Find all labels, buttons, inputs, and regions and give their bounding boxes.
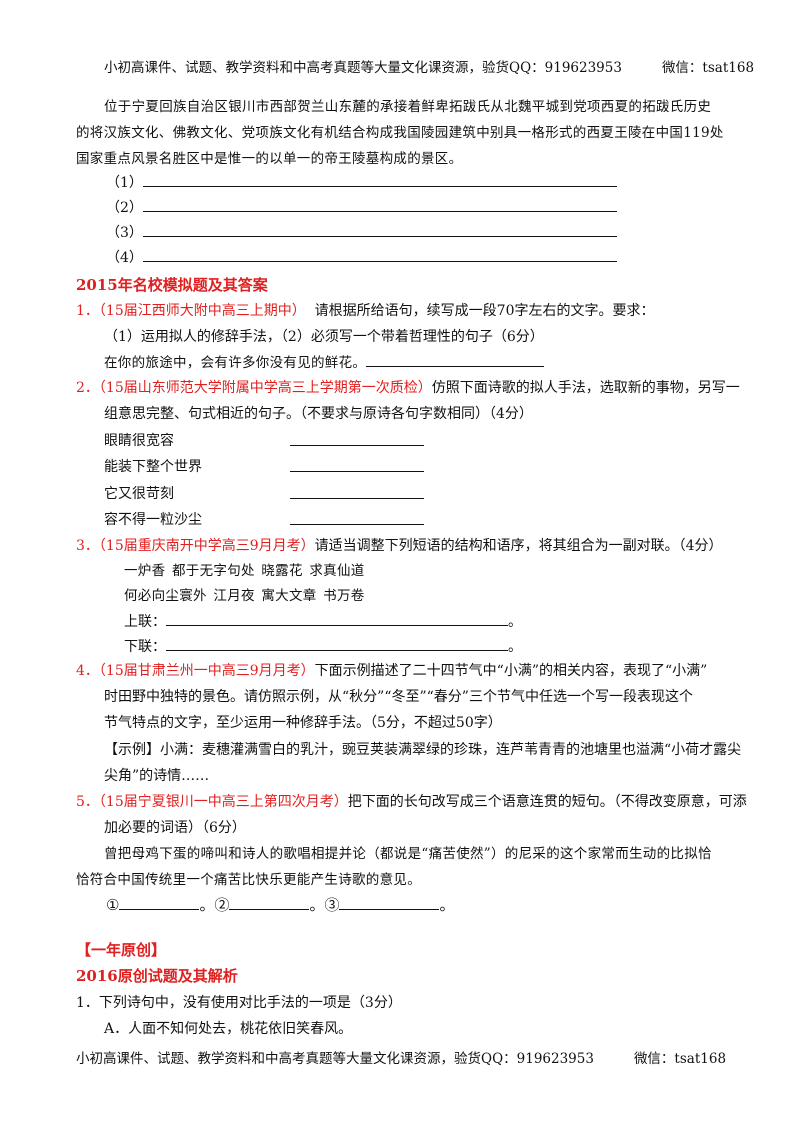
answer-marker-2: 。② [199,896,230,914]
answer-blank[interactable] [142,172,617,187]
question-text: 请根据所给语句，续写成一段70字左右的文字。要求： [314,303,655,319]
answer-blank[interactable] [166,636,508,651]
blank-label: （4） [106,250,143,266]
answer-blank[interactable] [339,895,440,910]
option-a: A．人面不知何处去，桃花依旧笑春风。 [104,1021,353,1037]
q4-line-2: 时田野中独特的景色。请仿照示例，从“秋分”“冬至”“春分”三个节气中任选一个写一… [104,689,693,705]
question-number: 5． [76,794,99,810]
section-title-2016: 2016原创试题及其解析 [76,967,238,985]
blank-label: （1） [106,175,143,191]
answer-blank[interactable] [290,431,424,446]
answer-blank[interactable] [142,247,617,262]
passage-line-3: 国家重点风景名胜区中是惟一的以单一的帝王陵墓构成的景区。 [76,151,463,167]
period: 。 [508,614,522,630]
passage-line-1: 位于宁夏回族自治区银川市西部贺兰山东麓的承接着鲜卑拓跋氏从北魏平城到党项西夏的拓… [104,99,712,115]
question-source: （15届宁夏银川一中高三上第四次月考） [98,794,348,810]
q4-line-3: 节气特点的文字，至少运用一种修辞手法。（5分，不超过50字） [104,715,502,731]
answer-marker-1: ① [106,896,120,914]
couplet-lower: 下联： 。 [124,636,522,657]
question-3: 3．（15届重庆南开中学高三9月月考）请适当调整下列短语的结构和语序，将其组合为… [76,536,723,556]
couplet-lower-label: 下联： [124,639,166,655]
section-title-original: 【一年原创】 [76,941,167,959]
couplet-upper-label: 上联： [124,614,166,630]
page-header: 小初高课件、试题、教学资料和中高考真题等大量文化课资源，验货QQ：9196239… [104,58,754,78]
couplet-upper: 上联： 。 [124,611,522,632]
answer-blank[interactable] [229,895,310,910]
q2-line-2: 组意思完整、句式相近的句子。（不要求与原诗各句字数相同）（4分） [104,406,533,422]
question-5: 5．（15届宁夏银川一中高三上第四次月考）把下面的长句改写成三个语意连贯的短句。… [76,792,747,812]
blank-row-2: （2） [106,197,617,218]
q4-example-2: 尖角”的诗情…… [104,768,210,784]
q1-sentence-text: 在你的旅途中，会有许多你没有见的鲜花。 [104,355,367,371]
question-text: 仿照下面诗歌的拟人手法，选取新的事物，另写一 [431,380,740,396]
q5-sentence-1: 曾把母鸡下蛋的啼叫和诗人的歌唱相提并论（都说是“痛苦使然”）的尼采的这个家常而生… [104,846,712,862]
section-title-2015: 2015年名校模拟题及其答案 [76,276,268,294]
blank-label: （2） [106,200,143,216]
question-1: 1．（15届江西师大附中高三上期中） 请根据所给语句，续写成一段70字左右的文字… [76,301,654,321]
period: 。 [508,639,522,655]
poem-line-3: 它又很苛刻 [104,486,174,502]
question-source: （15届甘肃兰州一中高三9月月考） [98,663,315,679]
question-4: 4．（15届甘肃兰州一中高三9月月考）下面示例描述了二十四节气中“小满”的相关内… [76,661,707,681]
question-text: 把下面的长句改写成三个语意连贯的短句。（不得改变原意，可添 [347,794,747,810]
page-footer: 小初高课件、试题、教学资料和中高考真题等大量文化课资源，验货QQ：9196239… [76,1049,726,1069]
question-2: 2．（15届山东师范大学附属中学高三上学期第一次质检）仿照下面诗歌的拟人手法，选… [76,378,740,398]
q5-line-2: 加必要的词语）（6分） [104,820,246,836]
q1-requirement: （1）运用拟人的修辞手法，（2）必须写一个带着哲理性的句子（6分） [104,329,544,345]
answer-blank[interactable] [142,222,617,237]
footer-text: 小初高课件、试题、教学资料和中高考真题等大量文化课资源，验货QQ：9196239… [76,1051,594,1067]
question-text: 下面示例描述了二十四节气中“小满”的相关内容，表现了“小满” [314,663,708,679]
header-wechat: 微信：tsat168 [661,60,755,76]
poem-line-1: 眼睛很宽容 [104,433,174,449]
answer-blank[interactable] [290,510,424,525]
answer-blank[interactable] [290,484,424,499]
q5-sentence-2: 恰符合中国传统里一个痛苦比快乐更能产生诗歌的意见。 [76,872,421,888]
blank-label: （3） [106,225,143,241]
question-number: 2． [76,380,99,396]
q1-sentence: 在你的旅途中，会有许多你没有见的鲜花。 [104,352,545,373]
answer-blank[interactable] [366,352,545,367]
answer-blank[interactable] [142,197,617,212]
question-text: 请适当调整下列短语的结构和语序，将其组合为一副对联。（4分） [314,538,723,554]
question-source: （15届江西师大附中高三上期中） [98,303,306,319]
q3-phrases-2: 何必向尘寰外 江月夜 寓大文章 书万卷 [124,588,365,604]
answer-blank[interactable] [119,895,200,910]
poem-line-4: 容不得一粒沙尘 [104,512,202,528]
question-2016-1: 1．下列诗句中，没有使用对比手法的一项是（3分） [76,995,402,1011]
question-source: （15届重庆南开中学高三9月月考） [98,538,315,554]
blank-row-4: （4） [106,247,617,268]
question-number: 1． [76,303,99,319]
question-number: 3． [76,538,99,554]
poem-line-2: 能装下整个世界 [104,459,202,475]
q4-example-1: 【示例】小满：麦穗灌满雪白的乳汁，豌豆荚装满翠绿的珍珠，连芦苇青青的池塘里也溢满… [104,742,742,758]
answer-blank[interactable] [290,457,424,472]
q5-answers: ① 。② 。③ 。 [106,895,455,915]
answer-marker-end: 。 [439,896,455,914]
blank-row-3: （3） [106,222,617,243]
header-text: 小初高课件、试题、教学资料和中高考真题等大量文化课资源，验货QQ：9196239… [104,60,622,76]
passage-line-2: 的将汉族文化、佛教文化、党项族文化有机结合构成我国陵园建筑中别具一格形式的西夏王… [76,125,724,141]
question-number: 4． [76,663,99,679]
answer-marker-3: 。③ [309,896,340,914]
blank-row-1: （1） [106,172,617,193]
q3-phrases-1: 一炉香 都于无字句处 晓露花 求真仙道 [124,563,365,579]
answer-blank[interactable] [166,611,508,626]
footer-wechat: 微信：tsat168 [633,1051,727,1067]
question-source: （15届山东师范大学附属中学高三上学期第一次质检） [98,380,432,396]
